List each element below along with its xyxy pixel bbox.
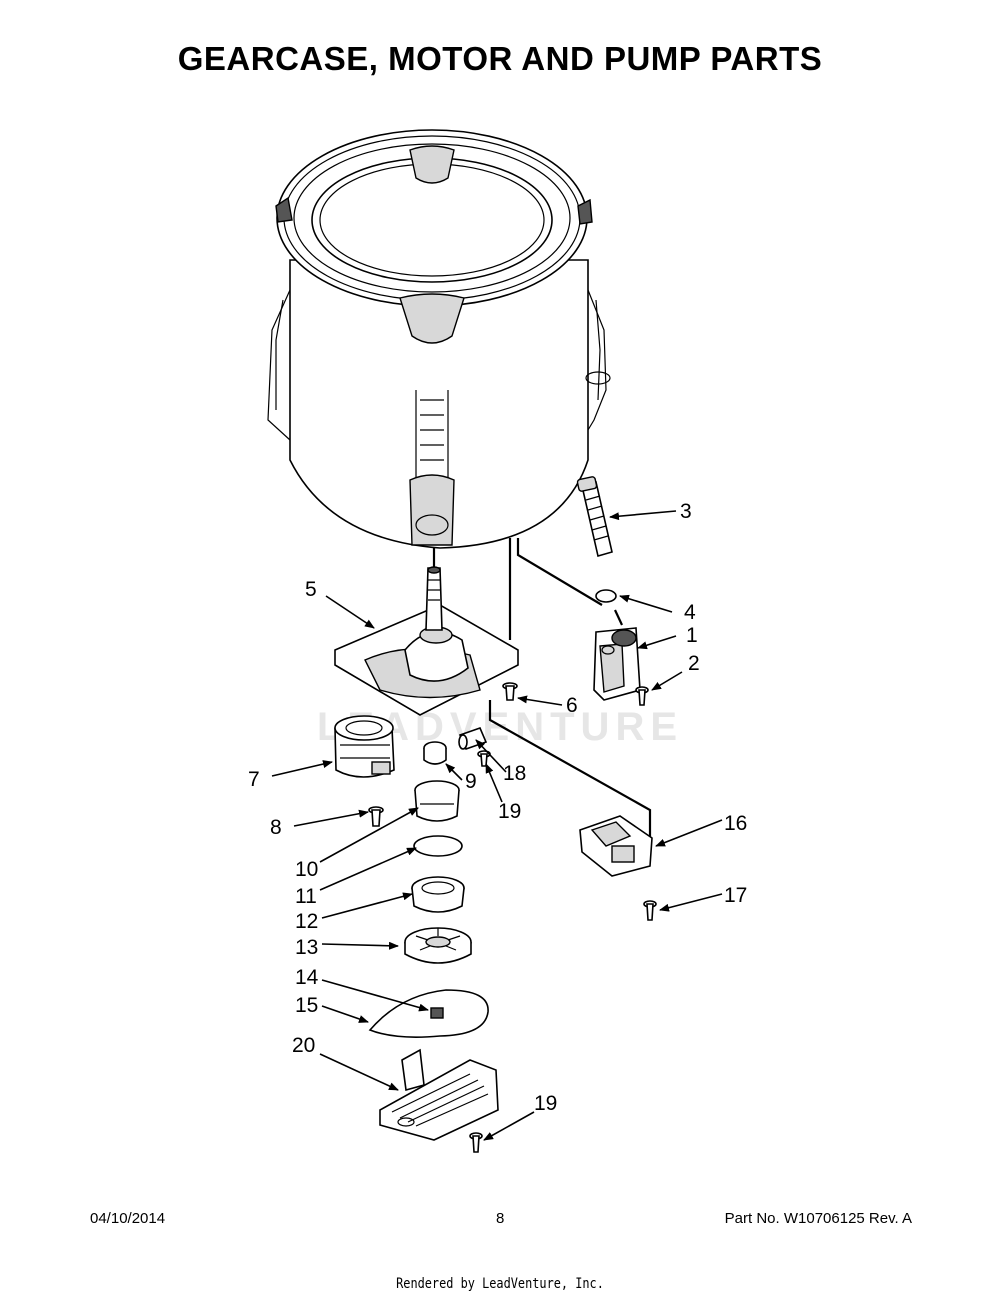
callout-2: 2 [688,652,700,675]
clutch-assembly [411,876,465,913]
hose-clamp [595,589,617,603]
guide-line [516,538,603,606]
drain-pump [593,627,641,701]
callout-1: 1 [686,624,698,647]
drive-pulley [404,927,472,964]
shield-screw [469,1132,483,1153]
callout-9: 9 [465,770,477,793]
motor-coupler [423,741,447,765]
callout-18: 18 [503,762,526,785]
capacitor [458,726,488,751]
footer-page-number: 8 [496,1210,505,1227]
callout-15: 15 [295,994,318,1017]
drive-hub [414,780,460,822]
page-title: GEARCASE, MOTOR AND PUMP PARTS [177,40,823,77]
pump-screw [635,686,649,706]
guide-line [614,609,623,626]
callout-12: 12 [295,910,318,933]
guide-line [488,700,652,840]
callout-11: 11 [295,885,317,908]
lid-lock-actuator [579,815,653,877]
plate-screw [502,682,518,701]
drive-motor [334,715,395,778]
rendered-by-credit: Rendered by LeadVenture, Inc. [396,1276,604,1292]
drain-hose [576,476,613,558]
callout-4: 4 [684,601,696,624]
callout-17: 17 [724,884,747,907]
clutch-ring [413,835,463,857]
gearcase-plate [334,566,519,716]
callout-13: 13 [295,936,318,959]
pulley-nut [430,1007,444,1019]
callout-19: 19 [498,800,521,823]
motor-screw [368,806,384,827]
callout-14: 14 [295,966,319,989]
wash-tub [267,129,611,549]
callout-20: 20 [292,1034,315,1057]
footer-part-number: Part No. W10706125 Rev. A [724,1210,912,1227]
callout-5: 5 [305,578,317,601]
callout-3: 3 [680,500,692,523]
callout-19-bottom: 19 [534,1092,557,1115]
drive-belt [368,989,489,1038]
callout-10: 10 [295,858,318,881]
callout-7: 7 [248,768,260,791]
footer-date: 04/10/2014 [90,1210,166,1227]
actuator-screw [643,900,657,921]
callout-6: 6 [566,694,578,717]
motor-shield [379,1048,499,1141]
callout-16: 16 [724,812,747,835]
leader-lines [271,510,723,1141]
callout-8: 8 [270,816,282,839]
